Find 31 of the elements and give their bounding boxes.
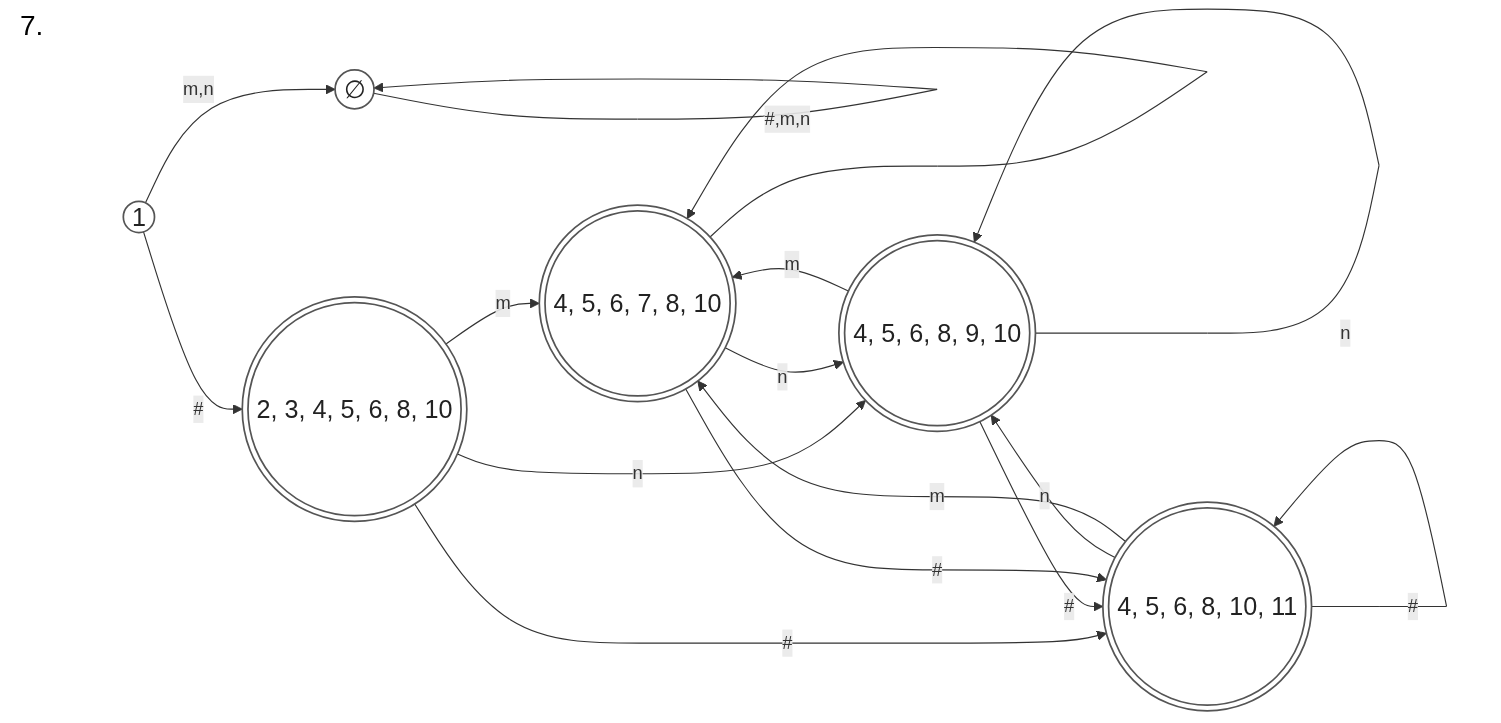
arrow: [979, 421, 1104, 612]
edge-label: #: [1407, 596, 1418, 616]
edge-label: m: [495, 293, 511, 313]
problem-number: 7.: [20, 10, 44, 41]
edge-label: #: [932, 559, 943, 580]
edge-label: m: [784, 254, 800, 274]
arrow: [731, 268, 849, 292]
node-circle: 2, 3, 4, 5, 6, 8, 10: [241, 296, 468, 523]
arrow: [144, 84, 336, 204]
node-circle: 4, 5, 6, 8, 9, 10: [838, 233, 1037, 433]
arrow: [697, 380, 1127, 543]
edge-label: m: [929, 486, 945, 506]
edge-label: n: [632, 463, 643, 483]
edge-label: #: [782, 632, 793, 653]
edge-label: #: [1064, 596, 1075, 616]
edge-label: #,m,n: [764, 108, 811, 129]
node-circle: 1: [122, 200, 156, 234]
edge-label: n: [1039, 485, 1050, 506]
arrow: [724, 347, 844, 373]
edge-label: n: [777, 366, 788, 387]
node-circle: ∅: [334, 69, 375, 110]
arrow: [142, 231, 243, 415]
node-circle: 4, 5, 6, 7, 8, 10: [538, 204, 737, 403]
arrow: [414, 503, 1107, 644]
edge-label: n: [1340, 322, 1351, 343]
arrow: [990, 414, 1116, 559]
node-circle: 4, 5, 6, 8, 10, 11: [1102, 501, 1313, 712]
arrow: [685, 388, 1107, 583]
edge-label: m,n: [183, 79, 214, 99]
edge-label: #: [193, 398, 204, 419]
arrow: [456, 399, 866, 475]
